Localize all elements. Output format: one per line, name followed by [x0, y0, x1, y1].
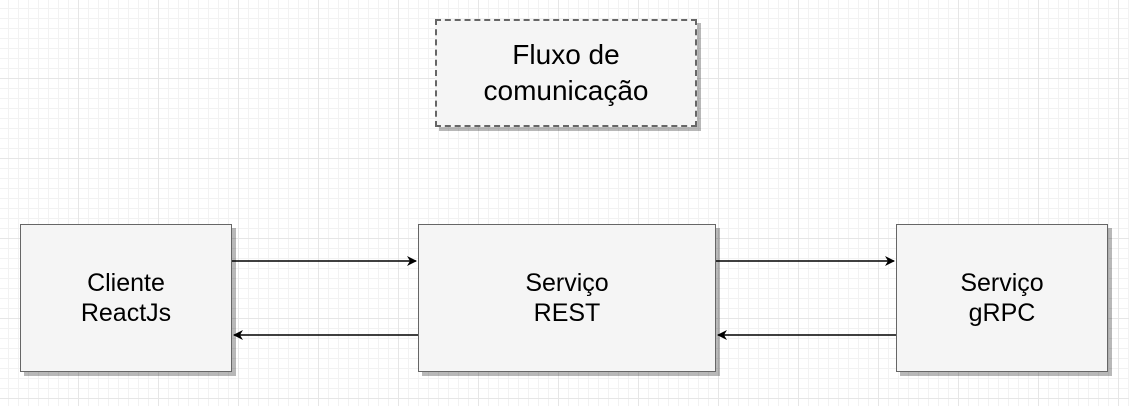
- title-line-1: Fluxo de: [512, 39, 620, 70]
- node-rest-line-2: REST: [533, 299, 601, 327]
- node-servico-rest[interactable]: Serviço REST: [418, 224, 716, 372]
- node-rest-line-1: Serviço: [525, 269, 609, 297]
- node-servico-grpc[interactable]: Serviço gRPC: [896, 224, 1108, 372]
- node-client-line-1: Cliente: [87, 269, 165, 297]
- diagram-title-box[interactable]: Fluxo de comunicação: [435, 19, 697, 127]
- title-line-2: comunicação: [483, 75, 649, 106]
- node-client-line-2: ReactJs: [80, 299, 172, 327]
- node-grpc-line-1: Serviço: [960, 269, 1044, 297]
- node-client-reactjs[interactable]: Cliente ReactJs: [20, 224, 232, 372]
- node-grpc-line-2: gRPC: [968, 299, 1036, 327]
